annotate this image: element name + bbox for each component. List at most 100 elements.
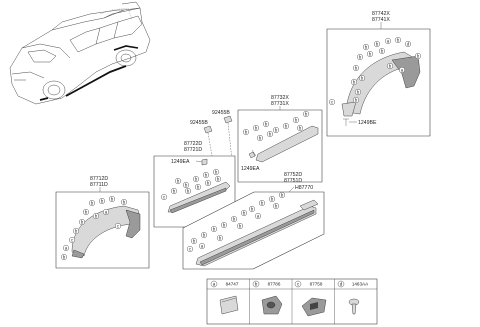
clip-icon-a xyxy=(223,115,233,124)
front-fender-group: 87712D 87711D xyxy=(55,176,150,269)
svg-text:c: c xyxy=(71,238,73,243)
callout-b: b xyxy=(194,183,201,190)
legend-part-a: 84747 xyxy=(226,282,239,287)
svg-text:b: b xyxy=(381,49,384,54)
svg-text:a: a xyxy=(201,244,204,249)
svg-text:b: b xyxy=(185,183,188,188)
svg-text:b: b xyxy=(203,233,206,238)
callout-a: a xyxy=(63,244,70,251)
part-number-87711d: 87711D xyxy=(90,182,108,188)
svg-text:b: b xyxy=(376,42,379,47)
front-fender-end-piece xyxy=(125,209,141,239)
screw-icon-rear-door xyxy=(248,151,256,159)
part-number-1249ea-front: 1249EA xyxy=(171,159,190,165)
svg-text:b: b xyxy=(269,132,272,137)
callout-b: b xyxy=(210,225,217,232)
svg-text:b: b xyxy=(207,181,210,186)
svg-text:b: b xyxy=(275,128,278,133)
svg-text:b: b xyxy=(417,54,420,59)
callout-b: b xyxy=(374,41,381,48)
callout-b: b xyxy=(230,215,237,222)
svg-text:b: b xyxy=(85,210,88,215)
part-number-92455b-mid: 92455B xyxy=(190,120,208,126)
rear-door-moulding xyxy=(255,125,319,163)
callout-b: b xyxy=(72,227,79,234)
svg-text:b: b xyxy=(259,136,262,141)
svg-text:b: b xyxy=(285,124,288,129)
callout-b: b xyxy=(192,175,199,182)
svg-text:b: b xyxy=(299,126,302,131)
svg-text:b: b xyxy=(223,223,226,228)
svg-text:b: b xyxy=(355,98,358,103)
svg-text:b: b xyxy=(295,118,298,123)
svg-text:a: a xyxy=(65,246,68,251)
callout-b: b xyxy=(379,48,386,55)
callout-b: b xyxy=(257,134,264,141)
legend: a 84747 b 87786 c 87758 d 1463AA xyxy=(206,278,378,325)
svg-text:b: b xyxy=(187,189,190,194)
callout-b: b xyxy=(252,124,259,131)
callout-b: b xyxy=(357,54,364,61)
callout-b: b xyxy=(259,199,266,206)
callout-b: b xyxy=(263,120,270,127)
callout-b: b xyxy=(236,222,243,229)
part-number-87752d: 87752D xyxy=(284,172,302,178)
svg-text:b: b xyxy=(111,197,114,202)
callout-b: b xyxy=(120,198,127,205)
svg-text:a: a xyxy=(401,68,404,73)
callout-b: b xyxy=(182,181,189,188)
svg-text:b: b xyxy=(123,200,126,205)
svg-text:b: b xyxy=(365,45,368,50)
svg-text:b: b xyxy=(243,211,246,216)
callout-b: b xyxy=(212,168,219,175)
svg-text:d: d xyxy=(407,42,410,47)
svg-text:b: b xyxy=(95,214,98,219)
svg-text:b: b xyxy=(305,112,308,117)
side-sill-group: 87752D 87751D H87770 xyxy=(182,172,325,270)
callout-b: b xyxy=(108,195,115,202)
clip-group: 92455B 92455B xyxy=(190,110,233,161)
part-number-1249be: 1249BE xyxy=(358,120,377,126)
callout-b: b xyxy=(98,197,105,204)
svg-text:a: a xyxy=(387,39,390,44)
part-number-87742x: 87742X xyxy=(372,11,390,17)
legend-letter-a: a xyxy=(213,282,216,287)
svg-text:b: b xyxy=(75,229,78,234)
svg-text:b: b xyxy=(389,64,392,69)
callout-b: b xyxy=(353,64,360,71)
part-number-87741x: 87741X xyxy=(372,17,390,23)
callout-b: b xyxy=(395,37,402,44)
screw-icon-front-door xyxy=(201,158,208,166)
callout-b: b xyxy=(88,199,95,206)
svg-text:b: b xyxy=(213,227,216,232)
callout-b: b xyxy=(184,187,191,194)
svg-text:b: b xyxy=(265,122,268,127)
clip-icon-b xyxy=(203,125,213,134)
callout-b: b xyxy=(293,116,300,123)
callout-b: b xyxy=(220,221,227,228)
callout-b: b xyxy=(273,126,280,133)
callout-b: b xyxy=(200,231,207,238)
legend-letter-d: d xyxy=(340,282,343,287)
rear-fender-group: 87742X 87741X 1249BE xyxy=(326,11,431,137)
svg-text:c: c xyxy=(189,247,191,252)
callout-b: b xyxy=(216,234,223,241)
part-number-92455b-top: 92455B xyxy=(212,110,230,116)
part-number-h87770: H87770 xyxy=(295,185,313,191)
callout-b: b xyxy=(78,218,85,225)
callout-a: a xyxy=(102,208,109,215)
callout-c: c xyxy=(160,193,167,200)
callout-b: b xyxy=(279,191,286,198)
svg-text:b: b xyxy=(275,204,278,209)
legend-part-b: 87786 xyxy=(268,282,281,287)
callout-b: b xyxy=(267,130,274,137)
callout-b: b xyxy=(240,209,247,216)
svg-text:b: b xyxy=(281,193,284,198)
svg-text:b: b xyxy=(251,207,254,212)
callout-a: a xyxy=(254,212,261,219)
svg-text:b: b xyxy=(81,220,84,225)
svg-text:b: b xyxy=(245,130,248,135)
part-number-1249ea-door: 1249EA xyxy=(241,166,260,172)
